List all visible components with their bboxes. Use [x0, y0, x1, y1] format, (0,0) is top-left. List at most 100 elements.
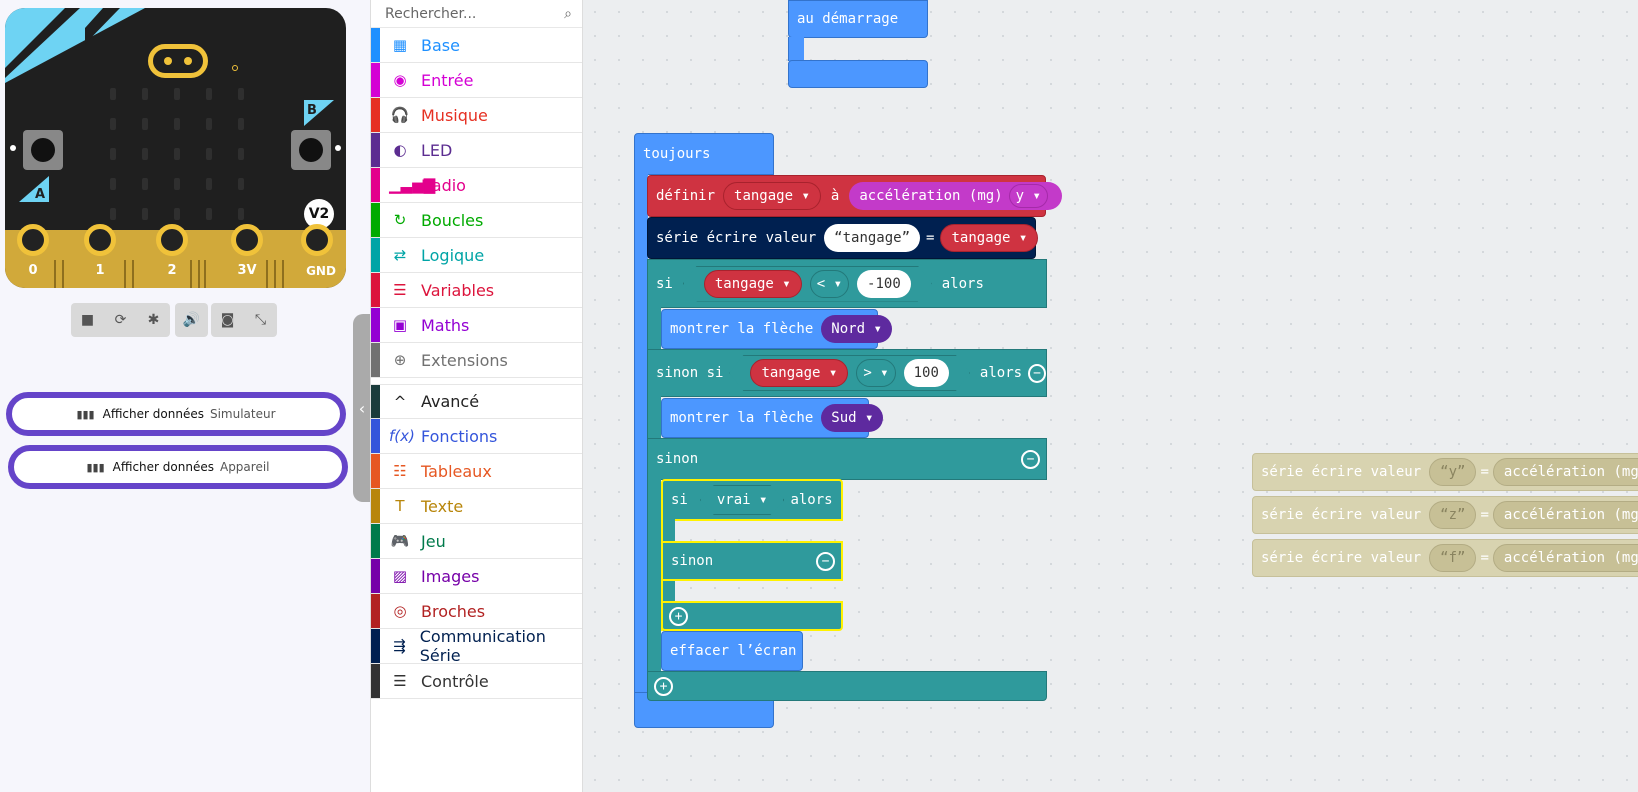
remove-else-icon[interactable]: −: [816, 552, 835, 571]
else-if-block[interactable]: sinon si tangage ▾ > ▾ 100 alors −: [647, 349, 1047, 397]
add-branch-icon[interactable]: +: [654, 676, 673, 696]
led[interactable]: [238, 148, 244, 160]
led[interactable]: [174, 118, 180, 130]
inner-if-block[interactable]: si vrai ▾ alors sinon − +: [661, 479, 843, 631]
microbit-board[interactable]: A B V2: [5, 8, 346, 288]
search-input[interactable]: Rechercher...: [385, 5, 477, 22]
on-start-block[interactable]: au démarrage: [788, 0, 928, 88]
show-data-device-button[interactable]: ▮▮▮ Afficher données Appareil: [8, 445, 348, 489]
led[interactable]: [238, 208, 244, 220]
disabled-serial-write-block[interactable]: série écrire valeur “f” = accélération (…: [1252, 539, 1638, 577]
show-data-simulator-button[interactable]: ▮▮▮ Afficher données Simulateur: [6, 392, 346, 436]
acceleration-reporter[interactable]: accélération (mg)y ▾: [849, 182, 1062, 210]
variable-dropdown[interactable]: tangage ▾: [723, 182, 821, 210]
led[interactable]: [206, 118, 212, 130]
category-base[interactable]: ▦ Base: [371, 28, 582, 63]
remove-branch-icon[interactable]: −: [1028, 363, 1046, 383]
led[interactable]: [174, 88, 180, 100]
stop-icon[interactable]: ■: [80, 312, 95, 328]
variable-reporter[interactable]: tangage ▾: [704, 270, 802, 298]
led[interactable]: [238, 88, 244, 100]
category-communication-serie[interactable]: ⇶ Communication Série: [371, 627, 582, 665]
show-arrow-north-block[interactable]: montrer la flèche Nord ▾: [661, 309, 892, 349]
led[interactable]: [238, 178, 244, 190]
if-block[interactable]: si tangage ▾ < ▾ -100 alors: [647, 259, 1047, 308]
string-input[interactable]: “f”: [1429, 544, 1477, 572]
variable-reporter[interactable]: tangage ▾: [940, 224, 1039, 252]
led[interactable]: [110, 88, 116, 100]
led[interactable]: [174, 208, 180, 220]
remove-else-icon[interactable]: −: [1021, 450, 1040, 469]
set-variable-block[interactable]: définir tangage ▾ à accélération (mg)y ▾: [647, 175, 1062, 217]
pin-3v[interactable]: [231, 224, 263, 256]
category-extensions[interactable]: ⊕ Extensions: [371, 343, 582, 378]
led[interactable]: [206, 148, 212, 160]
axis-dropdown[interactable]: y ▾: [1008, 184, 1048, 208]
string-input[interactable]: “y”: [1429, 458, 1477, 486]
led[interactable]: [206, 208, 212, 220]
direction-dropdown[interactable]: Sud ▾: [821, 404, 884, 432]
category-images[interactable]: ▨ Images: [371, 559, 582, 594]
category-musique[interactable]: 🎧 Musique: [371, 98, 582, 133]
led[interactable]: [142, 178, 148, 190]
category-tableaux[interactable]: ☷ Tableaux: [371, 454, 582, 489]
led[interactable]: [142, 148, 148, 160]
disabled-serial-write-block[interactable]: série écrire valeur “y” = accélération (…: [1252, 453, 1638, 491]
comparison-block[interactable]: tangage ▾ < ▾ -100: [683, 266, 932, 302]
search-icon[interactable]: ⌕: [564, 5, 572, 22]
led[interactable]: [174, 178, 180, 190]
string-input[interactable]: “z”: [1429, 501, 1477, 529]
category-boucles[interactable]: ↻ Boucles: [371, 203, 582, 238]
acceleration-reporter[interactable]: accélération (mg): [1492, 544, 1638, 572]
operator-dropdown[interactable]: < ▾: [810, 270, 849, 298]
led[interactable]: [142, 118, 148, 130]
led[interactable]: [110, 208, 116, 220]
led[interactable]: [142, 88, 148, 100]
blocks-workspace[interactable]: au démarrage toujours définir tangage ▾ …: [583, 0, 1638, 792]
boolean-block[interactable]: vrai ▾: [700, 485, 785, 515]
category-jeu[interactable]: 🎮 Jeu: [371, 524, 582, 559]
category-texte[interactable]: T Texte: [371, 489, 582, 524]
category-broches[interactable]: ◎ Broches: [371, 594, 582, 629]
sound-icon[interactable]: 🔊: [182, 312, 201, 328]
serial-write-value-block[interactable]: série écrire valeur “tangage” = tangage …: [647, 217, 1039, 259]
led[interactable]: [142, 208, 148, 220]
acceleration-reporter[interactable]: accélération (mg): [1492, 458, 1638, 486]
led[interactable]: [110, 148, 116, 160]
disabled-serial-write-block[interactable]: série écrire valeur “z” = accélération (…: [1252, 496, 1638, 534]
pin-1[interactable]: [84, 224, 116, 256]
led[interactable]: [110, 178, 116, 190]
acceleration-reporter[interactable]: accélération (mg): [1492, 501, 1638, 529]
number-input[interactable]: -100: [857, 270, 911, 298]
fullscreen-icon[interactable]: ⤡: [254, 312, 267, 328]
category-variables[interactable]: ☰ Variables: [371, 273, 582, 308]
pin-2[interactable]: [156, 224, 188, 256]
category-led[interactable]: ◐ LED: [371, 133, 582, 168]
category-fonctions[interactable]: f(x) Fonctions: [371, 419, 582, 454]
number-input[interactable]: 100: [904, 359, 949, 387]
restart-icon[interactable]: ⟳: [114, 312, 127, 328]
led[interactable]: [110, 118, 116, 130]
screenshot-icon[interactable]: ◙: [220, 312, 235, 328]
category-entree[interactable]: ◉ Entrée: [371, 63, 582, 98]
debug-icon[interactable]: ✱: [147, 312, 160, 328]
category-logique[interactable]: ⇄ Logique: [371, 238, 582, 273]
collapse-simulator-button[interactable]: ‹: [353, 314, 371, 502]
toolbox-search[interactable]: Rechercher... ⌕: [371, 0, 582, 28]
pin-0[interactable]: [17, 224, 49, 256]
variable-reporter[interactable]: tangage ▾: [750, 359, 848, 387]
button-a[interactable]: [23, 130, 63, 170]
pin-gnd[interactable]: [301, 224, 333, 256]
touch-logo[interactable]: [148, 44, 208, 78]
button-b[interactable]: [291, 130, 331, 170]
string-input[interactable]: “tangage”: [824, 224, 921, 252]
category-avance[interactable]: ^ Avancé: [371, 384, 582, 419]
comparison-block[interactable]: tangage ▾ > ▾ 100: [729, 355, 969, 391]
add-branch-icon[interactable]: +: [669, 606, 688, 626]
led[interactable]: [174, 148, 180, 160]
operator-dropdown[interactable]: > ▾: [856, 359, 895, 387]
direction-dropdown[interactable]: Nord ▾: [821, 315, 892, 343]
show-arrow-south-block[interactable]: montrer la flèche Sud ▾: [661, 398, 884, 438]
category-controle[interactable]: ☰ Contrôle: [371, 664, 582, 699]
category-radio[interactable]: ▁▃▅▇ Radio: [371, 168, 582, 203]
